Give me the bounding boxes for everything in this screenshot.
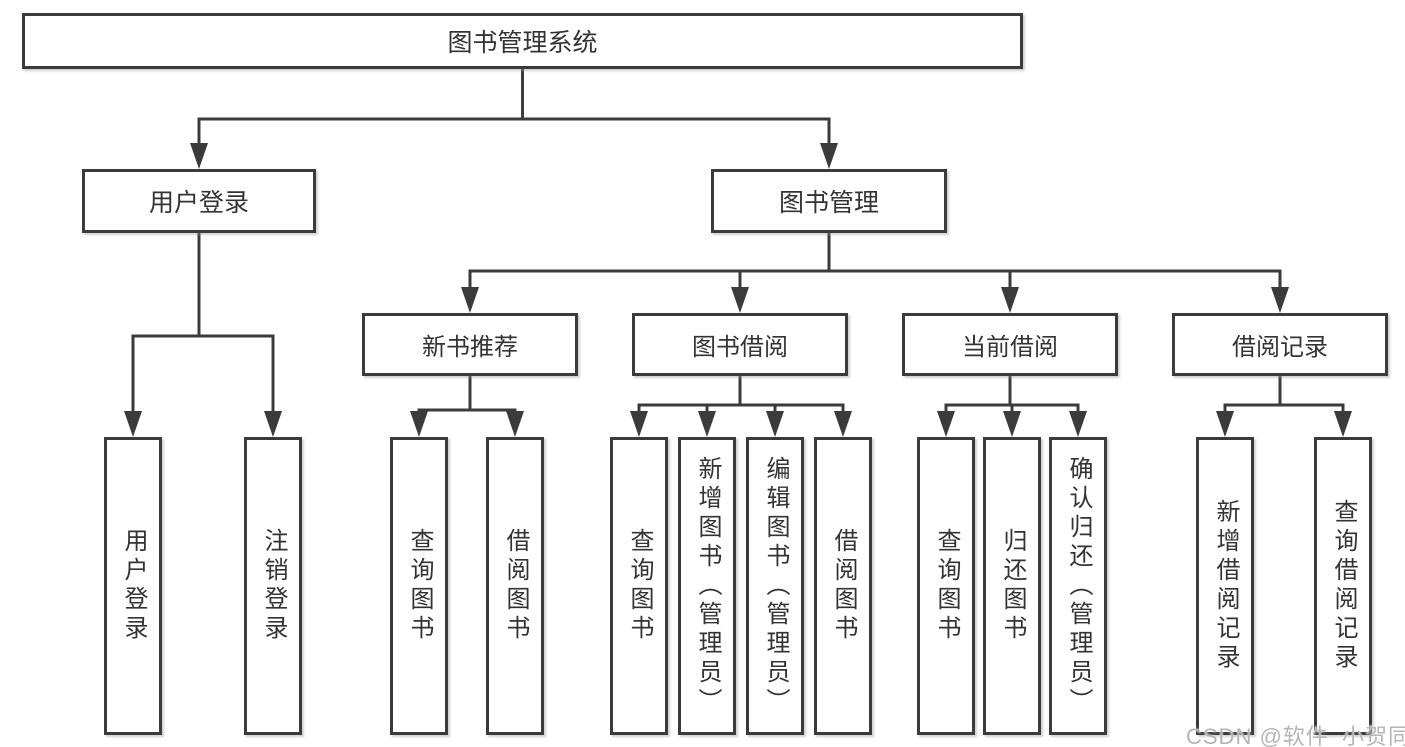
leaf-records-add-record: 新增借阅记录 [1196, 437, 1254, 735]
leaf-current-confirm-return-admin: 确认归还（管理员） [1049, 437, 1107, 735]
connector-book-management [461, 232, 1289, 313]
leaf-label: 查询图书 [626, 528, 653, 644]
leaf-label: 查询图书 [933, 528, 960, 644]
leaf-label: 用户登录 [120, 528, 147, 644]
watermark: CSDN @软件_小贺同学 [1186, 724, 1405, 747]
arrow-down-icon [1334, 411, 1352, 437]
leaf-borrow-query-book: 查询图书 [610, 437, 668, 735]
leaf-user-login: 用户登录 [104, 437, 162, 735]
arrow-down-icon [766, 411, 784, 437]
arrow-down-icon [1069, 411, 1087, 437]
arrow-down-icon [1003, 411, 1021, 437]
arrow-down-icon [410, 411, 428, 437]
leaf-label: 借阅图书 [830, 528, 857, 644]
arrow-down-icon [937, 411, 955, 437]
arrow-down-icon [834, 411, 852, 437]
node-book-borrow: 图书借阅 [632, 313, 848, 376]
leaf-borrow-edit-book-admin: 编辑图书（管理员） [746, 437, 804, 735]
node-new-book-recommend: 新书推荐 [362, 313, 578, 376]
leaf-logout: 注销登录 [244, 437, 302, 735]
arrow-down-icon [1271, 287, 1289, 313]
connector-new-book-recommend [410, 376, 524, 437]
leaf-label: 新增图书（管理员） [694, 455, 721, 717]
arrow-down-icon [630, 411, 648, 437]
leaf-borrow-borrow-book: 借阅图书 [814, 437, 872, 735]
leaf-label: 编辑图书（管理员） [762, 455, 789, 717]
leaf-borrow-add-book-admin: 新增图书（管理员） [678, 437, 736, 735]
arrow-down-icon [506, 411, 524, 437]
connector-book-borrow [630, 376, 852, 437]
node-book-management: 图书管理 [711, 169, 947, 233]
leaf-label: 注销登录 [260, 528, 287, 644]
leaf-label: 确认归还（管理员） [1065, 455, 1092, 717]
arrow-down-icon [190, 143, 208, 169]
leaf-label: 借阅图书 [502, 528, 529, 644]
arrow-down-icon [820, 143, 838, 169]
connector-root [190, 68, 838, 169]
arrow-down-icon [698, 411, 716, 437]
node-borrow-records: 借阅记录 [1172, 313, 1388, 376]
node-current-borrow: 当前借阅 [902, 313, 1118, 376]
node-user-login: 用户登录 [82, 169, 316, 233]
leaf-label: 查询借阅记录 [1330, 499, 1357, 673]
arrow-down-icon [1216, 411, 1234, 437]
leaf-records-query-record: 查询借阅记录 [1314, 437, 1372, 735]
leaf-label: 查询图书 [406, 528, 433, 644]
connector-user-login [124, 232, 282, 437]
arrow-down-icon [461, 287, 479, 313]
leaf-label: 归还图书 [999, 528, 1026, 644]
leaf-recommend-borrow-book: 借阅图书 [486, 437, 544, 735]
connector-borrow-records [1216, 376, 1352, 437]
leaf-current-return-book: 归还图书 [983, 437, 1041, 735]
arrow-down-icon [124, 411, 142, 437]
node-root: 图书管理系统 [22, 13, 1023, 69]
connector-current-borrow [937, 376, 1087, 437]
leaf-recommend-query-book: 查询图书 [390, 437, 448, 735]
leaf-label: 新增借阅记录 [1212, 499, 1239, 673]
leaf-current-query-book: 查询图书 [917, 437, 975, 735]
arrow-down-icon [1001, 287, 1019, 313]
arrow-down-icon [731, 287, 749, 313]
arrow-down-icon [264, 411, 282, 437]
